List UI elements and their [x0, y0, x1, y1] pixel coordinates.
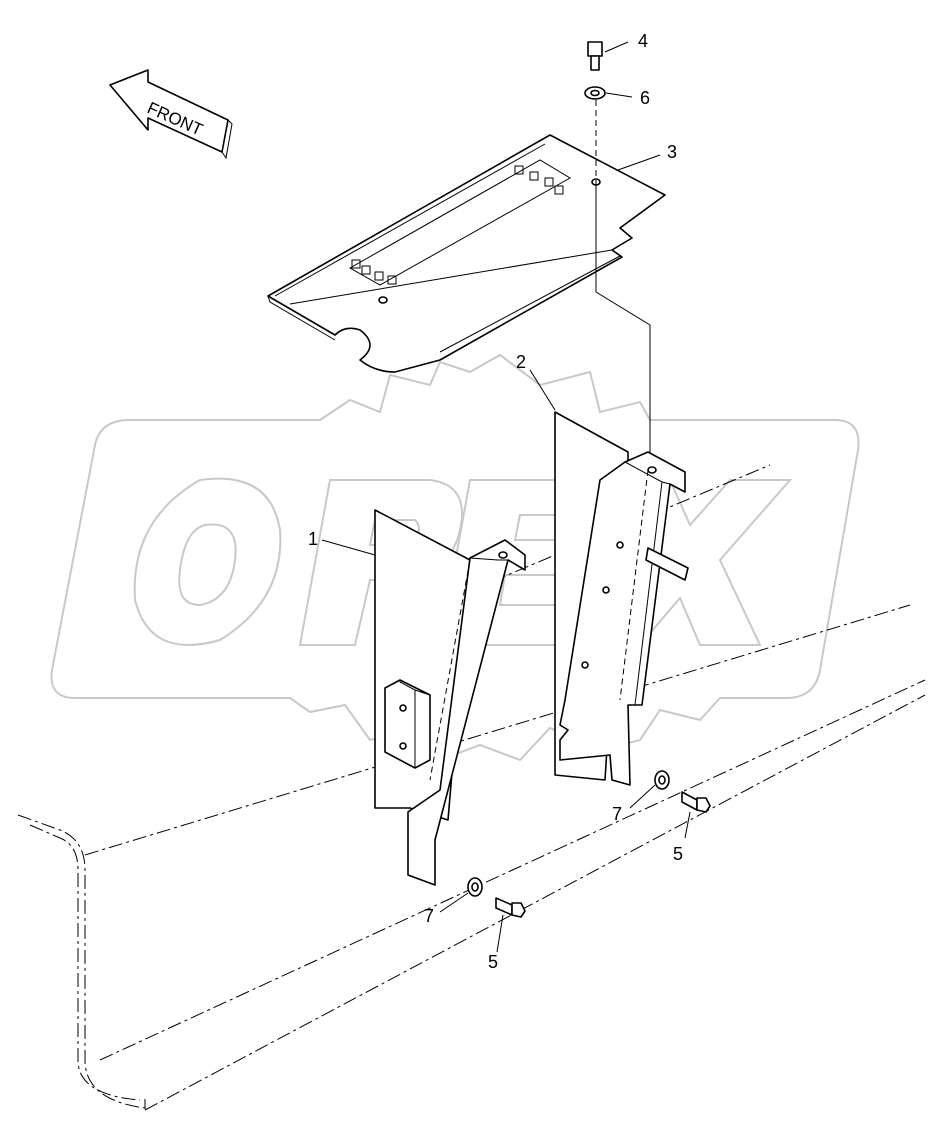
part-4-bolt	[587, 41, 603, 71]
part-3-cover-plate	[267, 134, 666, 373]
part-7-washer-b	[467, 877, 483, 897]
callout-6: 6	[640, 88, 650, 108]
front-direction-arrow: FRONT	[109, 69, 233, 160]
callout-4: 4	[638, 31, 648, 51]
part-1-bracket	[374, 509, 526, 886]
part-6-washer	[584, 86, 606, 100]
part-7-washer-a	[654, 770, 670, 790]
part-5-bolt-a	[681, 791, 711, 813]
callout-7b: 7	[424, 906, 434, 926]
callout-7a: 7	[612, 804, 622, 824]
leader-lines	[321, 41, 691, 953]
callout-5b: 5	[488, 952, 498, 972]
callout-5a: 5	[673, 844, 683, 864]
callout-2: 2	[516, 352, 526, 372]
callout-1: 1	[308, 529, 318, 549]
callout-3: 3	[667, 142, 677, 162]
part-2-bracket	[554, 411, 689, 786]
part-5-bolt-b	[495, 897, 526, 918]
